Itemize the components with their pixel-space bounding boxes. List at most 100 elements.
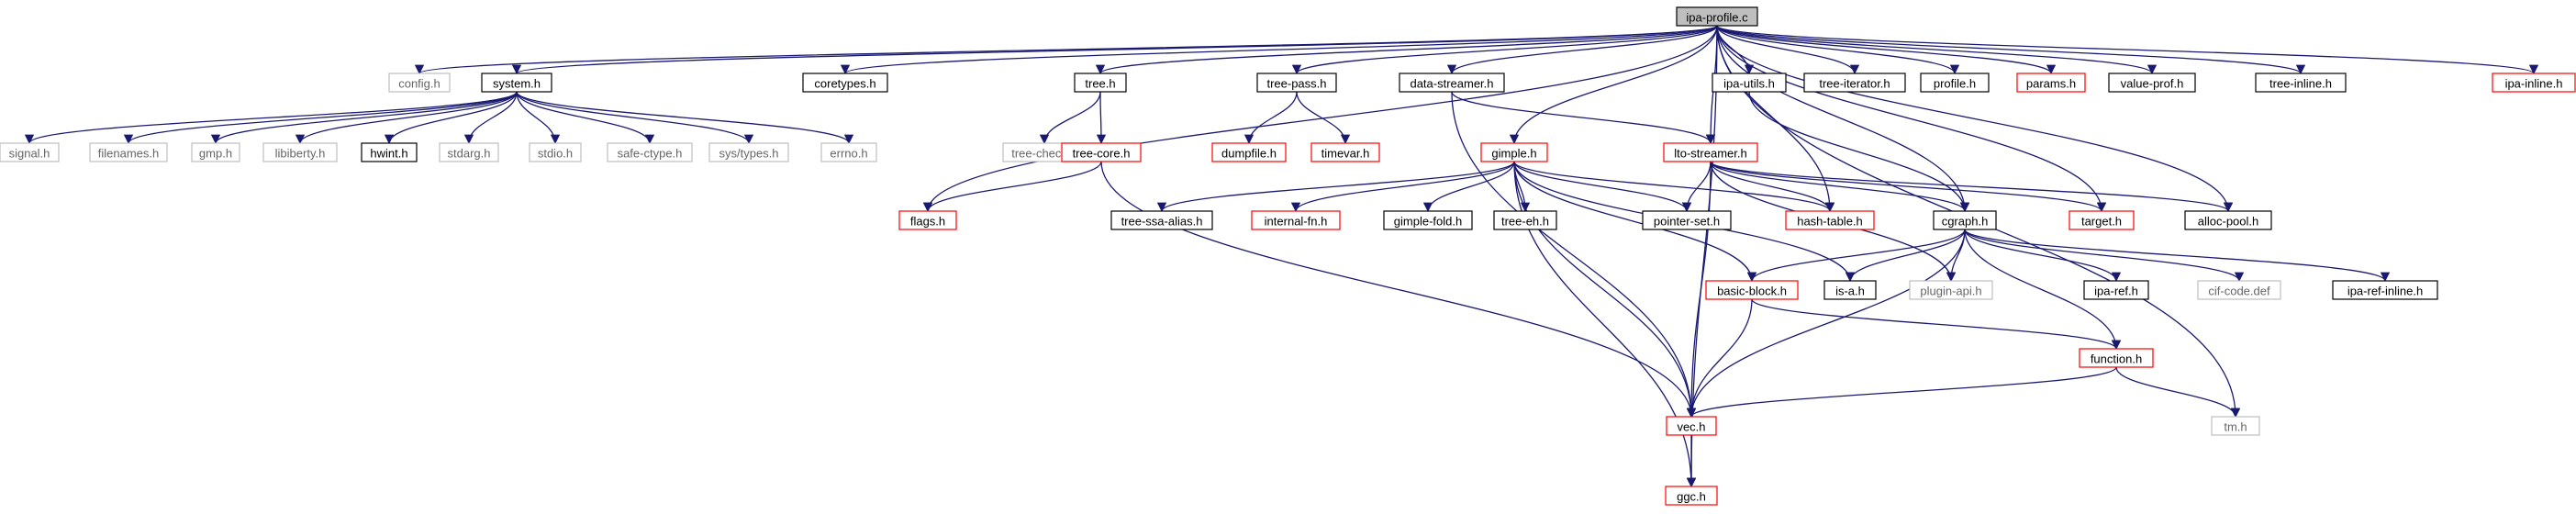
node-errno-h[interactable]: errno.h	[820, 142, 877, 162]
node-box	[2016, 73, 2086, 93]
node-coretypes-h[interactable]: coretypes.h	[802, 73, 888, 93]
node-libiberty-h[interactable]: libiberty.h	[262, 142, 338, 162]
node-signal-h[interactable]: signal.h	[0, 142, 60, 162]
node-plugin-api-h[interactable]: plugin-api.h	[1909, 280, 1993, 300]
node-hash-table-h[interactable]: hash-table.h	[1785, 210, 1875, 230]
node-label: internal-fn.h	[1265, 215, 1328, 229]
edge-line	[1716, 25, 1860, 75]
node-basic-block-h[interactable]: basic-block.h	[1705, 280, 1799, 300]
edge-system-h-to-libiberty-h	[295, 91, 518, 145]
node-box	[1256, 73, 1337, 93]
edge-ipa-utils-h-to-cgraph-h	[1748, 91, 1970, 213]
node-box	[1920, 73, 1990, 93]
node-system-h[interactable]: system.h	[481, 73, 552, 93]
edge-line	[516, 91, 854, 145]
node-cgraph-h[interactable]: cgraph.h	[1933, 210, 1997, 230]
node-ipa-inline-h[interactable]: ipa-inline.h	[2492, 73, 2576, 93]
node-box	[1642, 210, 1732, 230]
edge-ipa-profile-c-to-alloc-pool-h	[1716, 25, 2234, 213]
edge-lto-streamer-h-to-vec-h	[1686, 161, 1712, 419]
edge-cgraph-h-to-vec-h	[1686, 229, 1966, 419]
node-tree-inline-h[interactable]: tree-inline.h	[2255, 73, 2347, 93]
node-ggc-h[interactable]: ggc.h	[1665, 486, 1718, 506]
edge-gimple-h-to-pointer-set-h	[1513, 161, 1692, 213]
node-box	[2069, 210, 2135, 230]
node-label: gimple-fold.h	[1394, 215, 1462, 229]
node-tree-core-h[interactable]: tree-core.h	[1061, 142, 1142, 162]
node-ipa-utils-h[interactable]: ipa-utils.h	[1712, 73, 1787, 93]
edge-line	[516, 91, 561, 145]
node-config-h[interactable]: config.h	[388, 73, 451, 93]
node-box	[1712, 73, 1787, 93]
edge-line	[1446, 25, 1718, 75]
node-stdio-h[interactable]: stdio.h	[529, 142, 582, 162]
edge-line	[1156, 161, 1515, 213]
edge-line	[1513, 161, 1757, 283]
edge-gimple-h-to-ggc-h	[1513, 161, 1697, 488]
node-params-h[interactable]: params.h	[2016, 73, 2086, 93]
node-label: safe-ctype.h	[618, 147, 683, 161]
node-filenames-h[interactable]: filenames.h	[89, 142, 168, 162]
node-flags-h[interactable]: flags.h	[898, 210, 957, 230]
node-box	[361, 142, 418, 162]
edge-system-h-to-filenames-h	[123, 91, 518, 145]
node-stdarg-h[interactable]: stdarg.h	[439, 142, 499, 162]
edge-ipa-profile-c-to-config-h	[415, 25, 1718, 75]
node-profile-h[interactable]: profile.h	[1920, 73, 1990, 93]
node-gmp-h[interactable]: gmp.h	[191, 142, 240, 162]
node-tree-h[interactable]: tree.h	[1074, 73, 1127, 93]
node-tree-ssa-alias-h[interactable]: tree-ssa-alias.h	[1110, 210, 1213, 230]
node-label: sys/types.h	[719, 147, 778, 161]
node-lto-streamer-h[interactable]: lto-streamer.h	[1663, 142, 1758, 162]
node-tree-iterator-h[interactable]: tree-iterator.h	[1803, 73, 1906, 93]
node-box	[1909, 280, 1993, 300]
node-function-h[interactable]: function.h	[2079, 348, 2154, 368]
edge-ipa-profile-c-to-tree-h	[1096, 25, 1718, 75]
node-box	[1493, 210, 1557, 230]
edge-ipa-profile-c-to-params-h	[1716, 25, 2057, 75]
node-box	[2197, 280, 2281, 300]
node-timevar-h[interactable]: timevar.h	[1310, 142, 1380, 162]
node-vec-h[interactable]: vec.h	[1666, 416, 1717, 436]
node-pointer-set-h[interactable]: pointer-set.h	[1642, 210, 1732, 230]
edge-line	[1716, 25, 2234, 213]
node-internal-fn-h[interactable]: internal-fn.h	[1251, 210, 1341, 230]
node-tree-pass-h[interactable]: tree-pass.h	[1256, 73, 1337, 93]
node-label: config.h	[398, 77, 440, 91]
node-sys-types-h[interactable]: sys/types.h	[708, 142, 789, 162]
edge-ipa-profile-c-to-tree-iterator-h	[1716, 25, 1860, 75]
edge-gimple-h-to-internal-fn-h	[1290, 161, 1515, 213]
node-label: filenames.h	[98, 147, 159, 161]
node-target-h[interactable]: target.h	[2069, 210, 2135, 230]
node-box	[1310, 142, 1380, 162]
edge-system-h-to-sys-types-h	[516, 91, 754, 145]
edge-ipa-profile-c-to-cgraph-h	[1716, 25, 1970, 213]
node-label: cif-code.def	[2208, 285, 2270, 298]
edge-ipa-profile-c-to-target-h	[1716, 25, 2107, 213]
edge-tree-h-to-tree-check-h	[1039, 91, 1101, 145]
node-is-a-h[interactable]: is-a.h	[1823, 280, 1877, 300]
node-cif-code-def[interactable]: cif-code.def	[2197, 280, 2281, 300]
node-box	[607, 142, 693, 162]
edge-ipa-profile-c-to-profile-h	[1716, 25, 1960, 75]
node-ipa-ref-h[interactable]: ipa-ref.h	[2083, 280, 2149, 300]
node-box	[1110, 210, 1213, 230]
node-alloc-pool-h[interactable]: alloc-pool.h	[2184, 210, 2272, 230]
node-hwint-h[interactable]: hwint.h	[361, 142, 418, 162]
node-tm-h[interactable]: tm.h	[2211, 416, 2260, 436]
node-gimple-h[interactable]: gimple.h	[1480, 142, 1548, 162]
edge-line	[1964, 229, 2122, 351]
node-ipa-ref-inline-h[interactable]: ipa-ref-inline.h	[2332, 280, 2438, 300]
node-box	[1823, 280, 1877, 300]
edge-line	[1513, 161, 1835, 213]
node-label: pointer-set.h	[1654, 215, 1720, 229]
node-data-streamer-h[interactable]: data-streamer.h	[1399, 73, 1505, 93]
node-gimple-fold-h[interactable]: gimple-fold.h	[1383, 210, 1473, 230]
node-tree-eh-h[interactable]: tree-eh.h	[1493, 210, 1557, 230]
node-value-prof-h[interactable]: value-prof.h	[2108, 73, 2196, 93]
node-label: tree-ssa-alias.h	[1121, 215, 1203, 229]
node-box	[708, 142, 789, 162]
node-safe-ctype-h[interactable]: safe-ctype.h	[607, 142, 693, 162]
node-dumpfile-h[interactable]: dumpfile.h	[1211, 142, 1287, 162]
